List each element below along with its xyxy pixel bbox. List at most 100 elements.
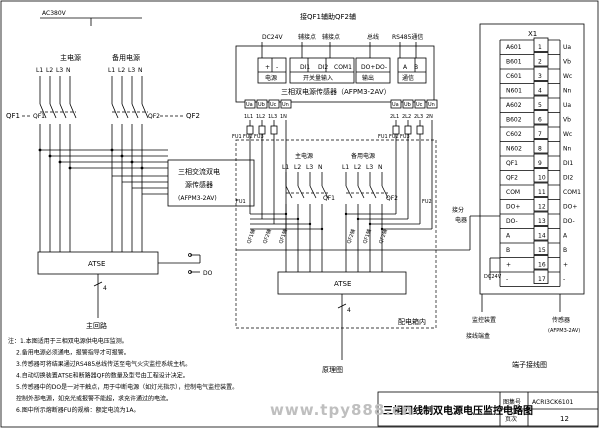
terminal-left-label: QF2 [506, 175, 518, 182]
fuse-left [270, 125, 278, 135]
terminal-cell [533, 240, 549, 255]
atlas-label: 图集号 [503, 398, 521, 406]
terminal-cell [533, 168, 549, 183]
sensor-label-line3: (AFPM3-2AV) [178, 195, 217, 202]
note-line: 2.备用电源必须通电，报警指导才可报警。 [16, 349, 130, 357]
voltage-terminal-left [244, 99, 256, 109]
top-di1: DI1 [300, 64, 310, 71]
voltage-term-label: Un [282, 102, 289, 108]
voltage-term-label: Ua [246, 102, 253, 108]
voltage-term-label: Ub [404, 102, 411, 108]
terminal-left-label: COM [506, 189, 520, 196]
voltage-terminal-right [414, 99, 426, 109]
breaker-blade [121, 103, 129, 119]
terminal-number: 16 [538, 262, 546, 269]
terminal-right-label: + [563, 262, 568, 269]
top-minus: - [276, 64, 278, 71]
terminal-left-label: DO+ [506, 204, 520, 211]
fuse-left [258, 125, 266, 135]
center-qf1-label: QF1 [323, 195, 335, 202]
backup-phase-label: L2 [118, 67, 125, 74]
center-backup-phase: L2 [354, 164, 361, 171]
terminal-left-label: + [506, 262, 511, 269]
fuse-left-label: FU2 [243, 134, 253, 140]
voltage-terminal-right [402, 99, 414, 109]
top-di2: DI2 [318, 64, 328, 71]
qf1-outer-label: QF1 [6, 112, 20, 120]
breaker-blade [141, 103, 149, 119]
fuse-right-label: FU3 [400, 134, 410, 140]
note-line: 控制外部电源，如充光或报警不能超，求充许通过的电流。 [16, 395, 172, 403]
backup-phase-label: N [138, 67, 143, 74]
page-label: 页次 [505, 415, 517, 423]
center-breaker-blade [297, 185, 305, 199]
terminal-number: 13 [538, 218, 546, 225]
center-main-phase: L3 [306, 164, 313, 171]
backup-phase-label: L3 [128, 67, 135, 74]
center-breaker-blade [309, 185, 317, 199]
terminal-number: 4 [538, 88, 542, 95]
voltage-terminal-left [268, 99, 280, 109]
aux-contact-tag: QF2辅 [345, 228, 357, 244]
main-phase-label: N [66, 67, 71, 74]
center-backup-phase: L3 [366, 164, 373, 171]
note-line: 3.传感器可将结果通过RS485总线传送至电气火灾监控系统主机。 [16, 360, 191, 368]
terminal-number: 5 [538, 102, 542, 109]
terminal-number: 6 [538, 117, 542, 124]
main-circuit-label: 主回路 [86, 321, 107, 330]
left-bus-lines [38, 17, 168, 252]
terminal-cell [533, 66, 549, 81]
sensor-box-left [167, 159, 255, 207]
terminal-number: 15 [538, 247, 546, 254]
cabinet-label: 配电箱内 [398, 317, 426, 326]
caption-wiring: 端子接线图 [512, 360, 547, 369]
voltage-terminal-right [390, 99, 402, 109]
center-fu-right: FU2 [422, 199, 432, 205]
aux-contact-tag: QF1辅 [277, 228, 289, 244]
terminal-left-label: A601 [506, 44, 522, 51]
center-fu-left: FU1 [236, 199, 246, 205]
terminal-right-label: Ua [563, 44, 571, 51]
terminal-number: 12 [538, 204, 546, 211]
atse-center-label: ATSE [334, 280, 351, 288]
top-a: A [403, 64, 408, 71]
terminal-right-label: Vb [563, 59, 571, 66]
top-plus: + [265, 64, 270, 71]
terminal-left-label: B602 [506, 117, 522, 124]
terminal-right-label: Nn [563, 146, 571, 153]
terminal-left-label: B [506, 247, 510, 254]
terminal-cell [533, 95, 549, 110]
terminal-cell [533, 153, 549, 168]
terminal-number: 2 [538, 59, 542, 66]
note-line: 6.图中所示熔断器FU的规格：额定电流为1A。 [16, 406, 140, 414]
terminal-number: 7 [538, 131, 542, 138]
voltage-terminal-left [256, 99, 268, 109]
terminal-number: 3 [538, 73, 542, 80]
terminal-cell [533, 139, 549, 154]
terminal-number: 1 [538, 44, 542, 51]
terminal-cell [533, 197, 549, 212]
terminal-cell [533, 110, 549, 125]
terminal-cell [533, 269, 549, 284]
center-main-phase: N [318, 164, 323, 171]
center-backup-label: 备用电源 [351, 152, 375, 160]
terminal-right-label: Ua [563, 102, 571, 109]
terminal-right-label: DI1 [563, 160, 573, 167]
main-supply-label: 主电源 [60, 53, 81, 62]
terminal-number: 11 [538, 189, 546, 196]
fuse-right [404, 125, 412, 135]
center-breaker-blade [357, 185, 365, 199]
center-breaker-blade [321, 185, 329, 199]
right-phase-tag: 2N [426, 114, 433, 120]
center-backup-phase: L1 [342, 164, 349, 171]
sensor-voltage-terminals: Ua1L1Ub1L2Uc1L3Un1NUa2L1Ub2L2Uc2L3Un2NFU… [232, 99, 438, 140]
switch-label-2: 电器 [455, 216, 467, 224]
cabinet-outline [235, 139, 437, 329]
right-phase-tag: 2L1 [390, 114, 399, 120]
fuse-left-label: FU1 [232, 134, 242, 140]
terminal-group-cell [397, 57, 427, 84]
terminal-right-label: DI2 [563, 175, 573, 182]
terminal-left-label: N601 [506, 88, 522, 95]
